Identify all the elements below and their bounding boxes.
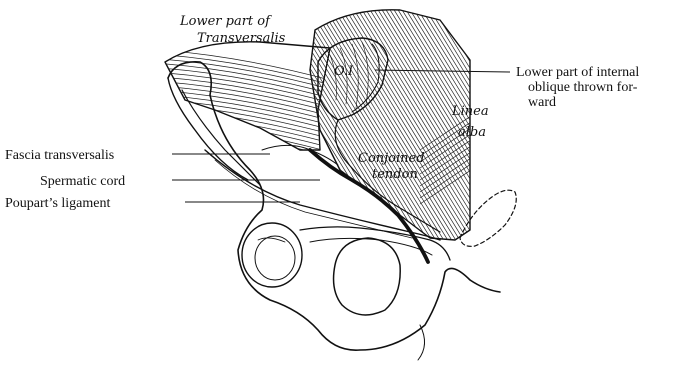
hatch-stroke (556, 0, 696, 260)
muscle-fiber (160, 109, 330, 139)
pelvis-bone (168, 62, 500, 360)
label-conjoined-2: tendon (372, 167, 418, 182)
label-linea-1: Linea (451, 104, 489, 119)
hatch-stroke (504, 0, 664, 260)
muscle-fiber (160, 86, 330, 116)
hatch-stroke (524, 0, 684, 260)
hatch-cross-stroke (420, 146, 480, 186)
label-internal-oblique-2: oblique thrown for- (528, 80, 638, 95)
hatch-stroke (500, 0, 660, 260)
leader-internal-oblique (375, 70, 510, 72)
label-transversalis-1: Lower part of (179, 14, 272, 29)
hatch-stroke (464, 0, 624, 260)
muscle-fiber (160, 55, 330, 85)
label-oi: O.I (334, 64, 354, 79)
hatch-stroke (476, 0, 636, 260)
hatch-stroke (492, 0, 652, 260)
hatch-stroke (520, 0, 680, 260)
label-pouparts-ligament: Poupart’s ligament (5, 196, 110, 211)
muscle-fiber (160, 100, 330, 130)
hatch-stroke (540, 0, 696, 260)
hatch-stroke (488, 0, 648, 260)
hatch-stroke (548, 0, 696, 260)
muscle-fiber (160, 104, 330, 134)
hatch-stroke (472, 0, 632, 260)
hatch-stroke (512, 0, 672, 260)
muscle-fiber (160, 68, 330, 98)
hatch-stroke (552, 0, 696, 260)
hatch-stroke (516, 0, 676, 260)
hatch-stroke (496, 0, 656, 260)
linea-alba-region (100, 0, 696, 260)
label-internal-oblique-1: Lower part of internal (516, 65, 639, 80)
hatch-stroke (468, 0, 628, 260)
label-spermatic-cord: Spermatic cord (40, 174, 125, 189)
muscle-fiber (160, 50, 330, 80)
hatch-stroke (536, 0, 696, 260)
hatch-stroke (508, 0, 668, 260)
dashed-outline (460, 190, 516, 246)
label-conjoined-1: Conjoined (358, 151, 425, 166)
hatch-stroke (532, 0, 692, 260)
muscle-fiber (160, 127, 330, 157)
label-fascia-transversalis: Fascia transversalis (5, 148, 114, 163)
hatch-stroke (544, 0, 696, 260)
transversalis-muscle (160, 42, 330, 175)
muscle-fiber (160, 64, 330, 94)
label-transversalis-2: Transversalis (197, 31, 286, 46)
label-linea-2: alba (458, 125, 486, 140)
muscle-fiber (160, 77, 330, 107)
hatch-stroke (528, 0, 688, 260)
label-internal-oblique-3: ward (528, 95, 556, 110)
hatch-stroke (480, 0, 640, 260)
muscle-fiber (160, 131, 330, 161)
muscle-fiber (160, 73, 330, 103)
